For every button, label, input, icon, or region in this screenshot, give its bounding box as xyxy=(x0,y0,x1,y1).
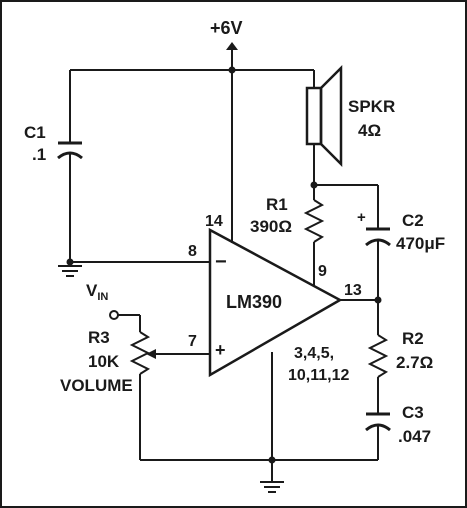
pin8-label: 8 xyxy=(188,243,197,260)
ground-bottom xyxy=(260,460,284,493)
lm390-amplifier xyxy=(208,227,343,378)
speaker-name: SPKR xyxy=(348,97,395,116)
r2-resistor xyxy=(367,300,389,414)
speaker-icon xyxy=(305,64,343,185)
r2-value: 2.7Ω xyxy=(396,353,433,372)
speaker-value: 4Ω xyxy=(358,121,381,140)
ground-pins-line1: 3,4,5, xyxy=(294,345,334,362)
c3-capacitor xyxy=(365,412,391,460)
vin-label: VIN xyxy=(86,281,108,303)
c2-capacitor xyxy=(365,227,391,300)
r3-role: VOLUME xyxy=(60,376,133,395)
pin14-label: 14 xyxy=(205,213,223,230)
vin-terminal xyxy=(109,310,140,320)
supply-terminal: +6V xyxy=(210,18,243,70)
r1-value: 390Ω xyxy=(250,217,292,236)
c3-value: .047 xyxy=(398,427,431,446)
r1-name: R1 xyxy=(266,195,288,214)
c1-capacitor xyxy=(57,70,83,262)
pin7-label: 7 xyxy=(188,333,197,350)
r3-potentiometer xyxy=(129,315,210,460)
c2-value: 470μF xyxy=(396,234,445,253)
pin9-label: 9 xyxy=(318,263,327,280)
ground-left xyxy=(58,258,82,277)
opamp-name: LM390 xyxy=(226,292,282,312)
supply-label: +6V xyxy=(210,18,243,38)
c1-name: C1 xyxy=(24,123,46,142)
r3-name: R3 xyxy=(88,328,110,347)
pin13-label: 13 xyxy=(344,282,362,299)
r3-value: 10K xyxy=(88,352,120,371)
c3-name: C3 xyxy=(402,403,424,422)
r1-resistor xyxy=(303,185,325,286)
opamp-minus: − xyxy=(215,251,227,273)
c2-name: C2 xyxy=(402,211,424,230)
c2-polarity: + xyxy=(357,209,366,226)
c1-value: .1 xyxy=(32,145,46,164)
r2-name: R2 xyxy=(402,329,424,348)
ground-pins-line2: 10,11,12 xyxy=(288,367,350,384)
opamp-plus: + xyxy=(215,340,226,360)
